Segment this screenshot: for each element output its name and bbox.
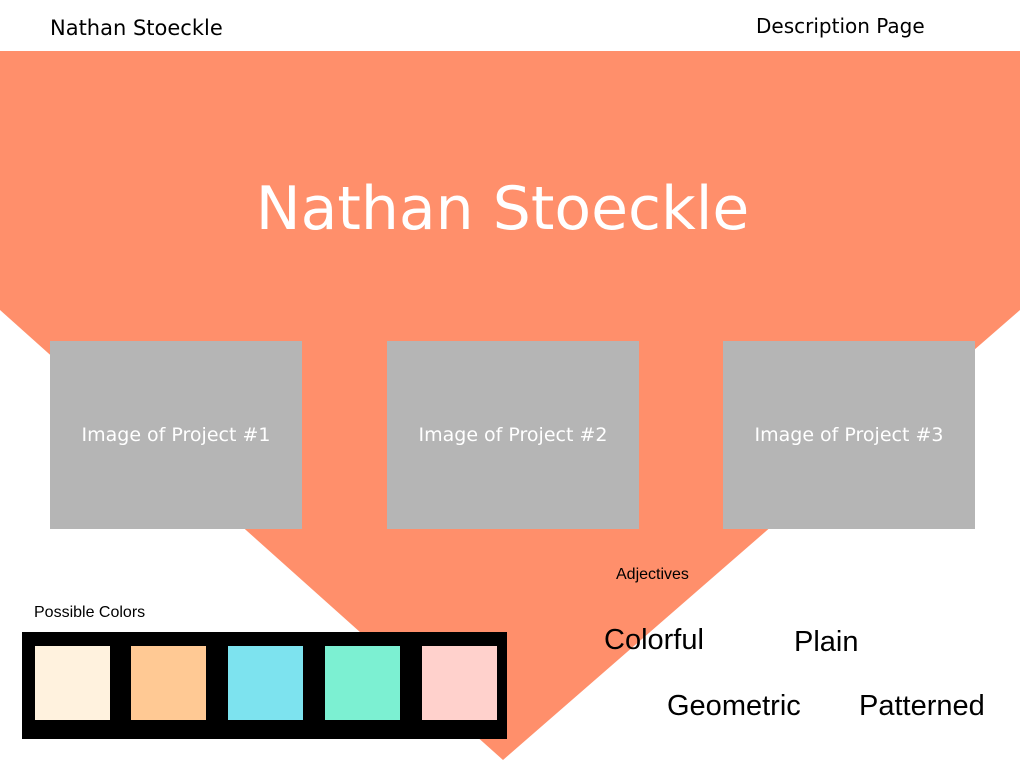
project-image-label: Image of Project #1: [81, 424, 271, 446]
project-image-2[interactable]: Image of Project #2: [387, 341, 639, 529]
color-swatch-5: [422, 646, 497, 720]
hero-title: Nathan Stoeckle: [255, 174, 750, 244]
adjective-plain: Plain: [794, 626, 859, 658]
adjectives-heading: Adjectives: [616, 566, 689, 583]
color-palette: [22, 632, 507, 739]
color-swatch-1: [35, 646, 110, 720]
project-image-3[interactable]: Image of Project #3: [723, 341, 975, 529]
adjective-geometric: Geometric: [667, 690, 801, 722]
adjective-patterned: Patterned: [859, 690, 985, 722]
page-label: Description Page: [756, 14, 925, 38]
project-image-1[interactable]: Image of Project #1: [50, 341, 302, 529]
project-image-label: Image of Project #2: [418, 424, 608, 446]
color-swatch-2: [131, 646, 206, 720]
possible-colors-heading: Possible Colors: [34, 604, 146, 621]
adjective-colorful: Colorful: [604, 624, 704, 656]
color-swatch-3: [228, 646, 303, 720]
project-image-label: Image of Project #3: [754, 424, 944, 446]
site-name: Nathan Stoeckle: [50, 16, 223, 40]
color-swatch-4: [325, 646, 400, 720]
